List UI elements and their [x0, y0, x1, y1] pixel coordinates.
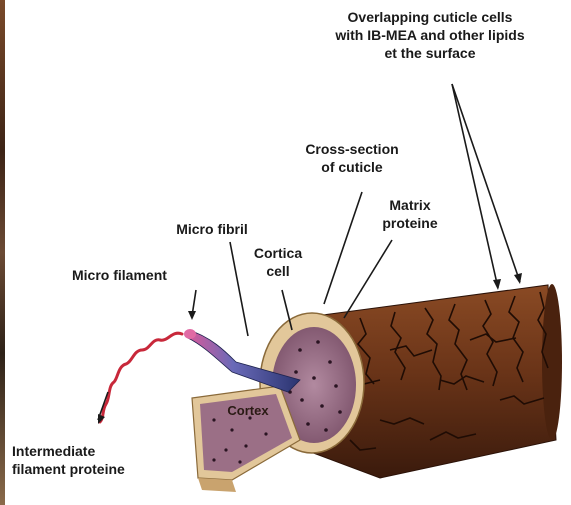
label-line: Micro fibril	[152, 220, 272, 238]
label-line: Intermediate	[12, 442, 125, 460]
label-line: cell	[238, 262, 318, 280]
label-micro-fibril: Micro fibril	[152, 220, 272, 238]
label-micro-filament: Micro filament	[72, 266, 167, 284]
label-line: et the surface	[300, 44, 560, 62]
label-intermediate-filament: Intermediate filament proteine	[12, 442, 125, 478]
label-cross-section: Cross-section of cuticle	[282, 140, 422, 176]
label-line: Overlapping cuticle cells	[300, 8, 560, 26]
label-line: Cortex	[216, 402, 280, 420]
label-line: with IB-MEA and other lipids	[300, 26, 560, 44]
label-matrix-proteine: Matrix proteine	[360, 196, 460, 232]
label-cortex: Cortex	[216, 402, 280, 420]
label-line: Cross-section	[282, 140, 422, 158]
label-line: filament proteine	[12, 460, 125, 478]
label-cortica-cell: Cortica cell	[238, 244, 318, 280]
label-line: Matrix	[360, 196, 460, 214]
label-line: Micro filament	[72, 266, 167, 284]
micro-filament-helix	[100, 333, 182, 422]
label-line: of cuticle	[282, 158, 422, 176]
label-line: proteine	[360, 214, 460, 232]
label-overlapping-cuticle: Overlapping cuticle cells with IB-MEA an…	[300, 8, 560, 62]
label-line: Cortica	[238, 244, 318, 262]
